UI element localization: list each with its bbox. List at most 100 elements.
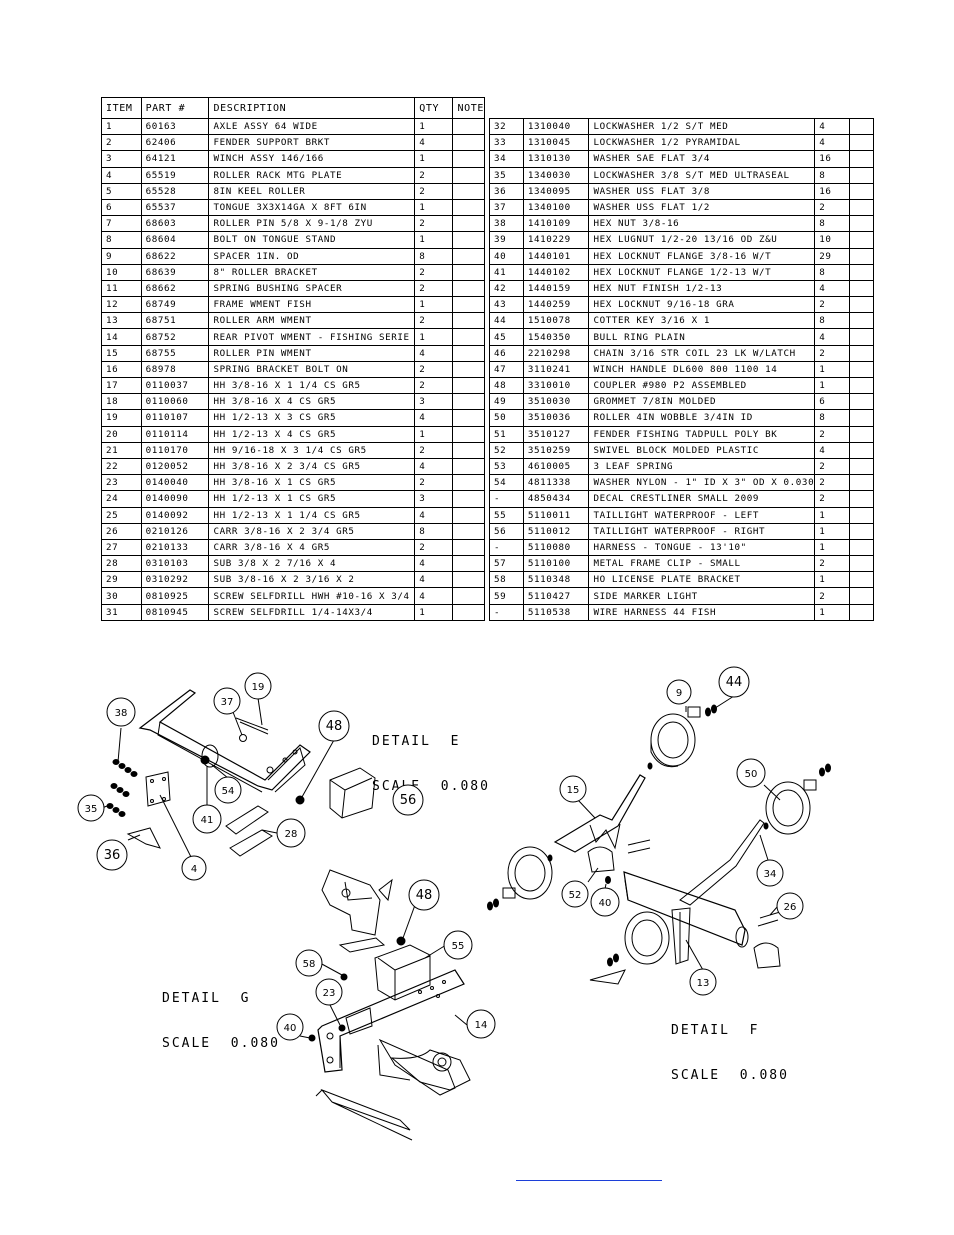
callout-balloon [276,1013,304,1041]
cell-item: 55 [489,506,524,524]
detail-e-drawing [106,689,376,857]
callout-number: 35 [85,804,98,815]
cell-item: 57 [489,555,524,573]
callout-number: 4 [191,864,197,875]
callout-number: 54 [222,786,235,797]
callout-balloon [244,672,272,700]
callout-balloon [392,784,424,816]
cell-qty: 1 [414,425,454,443]
callout-number: 23 [323,988,336,999]
callout-number: 38 [115,708,128,719]
cell-item: - [489,603,524,621]
callout-number: 52 [569,890,582,901]
callout-number: 15 [567,785,580,796]
callout-balloon [736,758,766,788]
callout-balloon [776,892,804,920]
callout-number: 13 [697,978,710,989]
callout-number: 44 [726,675,743,690]
callout-number: 40 [284,1023,297,1034]
callout-balloon [318,710,350,742]
callout-balloon [181,855,207,881]
detail-f-title: DETAIL F [671,1023,760,1038]
footer-link-underline[interactable] [516,1180,662,1181]
cell-note [848,603,875,621]
header-note: NOTE [452,97,485,119]
callout-balloon [466,1009,496,1039]
callout-number: 14 [475,1020,488,1031]
detail-f-drawing [487,704,831,985]
detail-g-scale: SCALE 0.080 [162,1036,280,1051]
callout-balloon [96,839,128,871]
cell-description: WIRE HARNESS 44 FISH [588,603,816,621]
detail-g-drawing [308,869,471,1141]
leader-lines [101,695,781,1039]
callout-balloon [214,776,242,804]
callout-balloon [276,818,306,848]
callout-number: 28 [285,829,298,840]
cell-qty: 1 [414,603,454,621]
callout-balloon [443,930,473,960]
callout-balloon [213,687,241,715]
callout-number: 58 [303,959,316,970]
table-header-row: ITEM PART # DESCRIPTION QTY NOTE [101,97,485,119]
callout-balloon [77,794,105,822]
cell-item: 31 [101,603,142,621]
detail-f-scale: SCALE 0.080 [671,1068,789,1083]
callout-number: 9 [676,688,682,699]
detail-f-label: DETAIL F SCALE 0.080 [671,993,789,1098]
callout-number: 37 [221,697,234,708]
callout-balloon [689,968,717,996]
callout-balloon [106,697,136,727]
cell-item: 45 [489,328,524,346]
callout-number: 48 [326,719,343,734]
callout-number: 26 [784,902,797,913]
callout-balloon [756,859,784,887]
callout-number: 40 [599,898,612,909]
callout-balloon [559,775,587,803]
detail-e-title: DETAIL E [372,734,461,749]
detail-g-title: DETAIL G [162,991,251,1006]
callout-number: 56 [400,793,417,808]
callout-balloon [590,887,620,917]
callout-balloon [561,880,589,908]
callout-balloon [192,804,222,834]
cell-qty: 3 [414,490,454,508]
callout-number: 19 [252,682,265,693]
callout-number: 48 [416,888,433,903]
cell-qty: 3 [414,393,454,411]
callout-number: 41 [201,815,214,826]
callout-balloon [408,879,440,911]
